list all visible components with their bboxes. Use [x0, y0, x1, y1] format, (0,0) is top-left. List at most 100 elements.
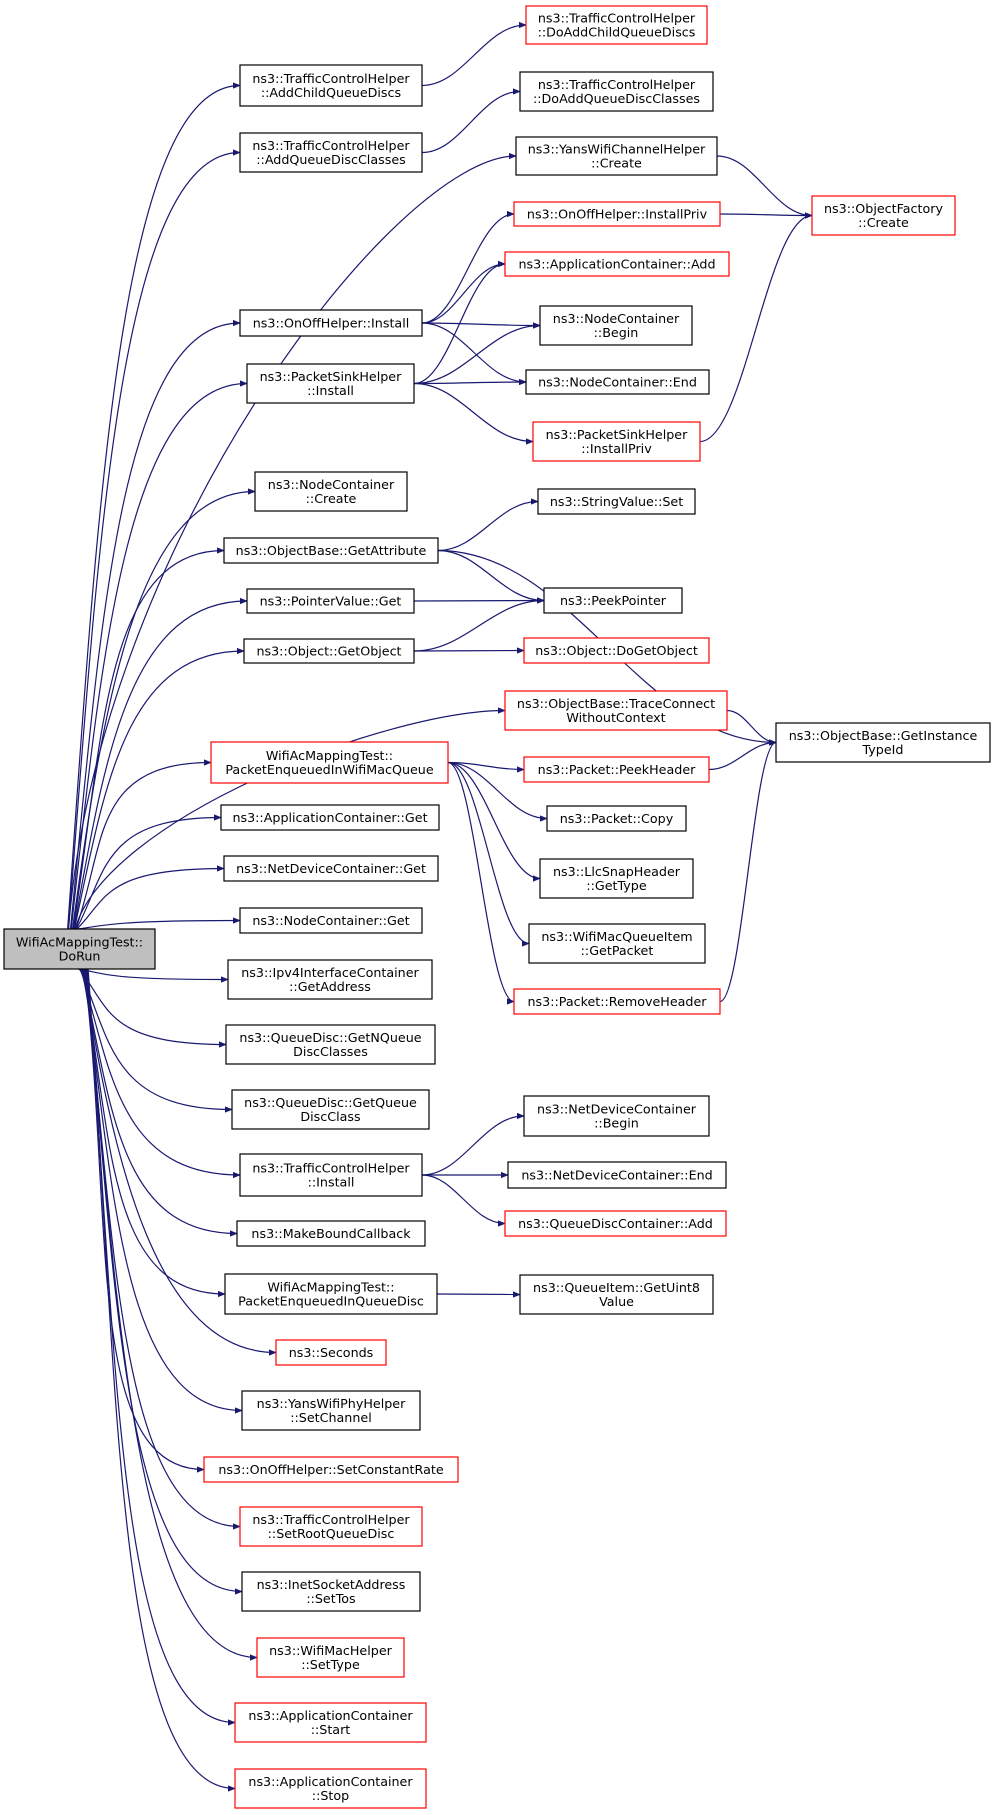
node-nc_get[interactable]: ns3::NodeContainer::Get: [239, 907, 423, 934]
node-label: ns3::PacketSinkHelper: [546, 427, 688, 442]
node-label: ns3::PeekPointer: [560, 593, 667, 608]
node-nc_begin[interactable]: ns3::NodeContainer::Begin: [539, 305, 693, 346]
node-wmqi_getpacket[interactable]: ns3::WifiMacQueueItem::GetPacket: [528, 923, 706, 964]
node-box: [528, 923, 706, 964]
node-obj_dogetobject[interactable]: ns3::Object::DoGetObject: [523, 637, 710, 664]
node-label: ns3::OnOffHelper::InstallPriv: [527, 207, 708, 222]
node-label: ns3::ObjectFactory: [824, 201, 943, 216]
node-objfactory_create[interactable]: ns3::ObjectFactory::Create: [811, 195, 956, 236]
edge-psh_install-to-psh_installpriv: [413, 382, 534, 445]
node-box: [519, 71, 714, 112]
node-box: [246, 363, 415, 404]
node-label: ::Begin: [594, 325, 639, 340]
edge-root-to-nc_get: [77, 917, 241, 930]
node-box: [513, 201, 721, 227]
node-label: ::Install: [308, 1175, 355, 1190]
node-label: ::SetRootQueueDisc: [268, 1526, 395, 1541]
node-box: [234, 1702, 427, 1743]
edge-root-to-qd_getnqdc: [78, 968, 227, 1048]
node-nc_create[interactable]: ns3::NodeContainer::Create: [254, 471, 408, 512]
node-box: [224, 1273, 438, 1315]
node-ob_traceconnect[interactable]: ns3::ObjectBase::TraceConnectWithoutCont…: [504, 690, 728, 731]
node-ndc_begin[interactable]: ns3::NetDeviceContainer::Begin: [523, 1095, 710, 1137]
edge-ob_getattr-to-peekpointer: [437, 549, 545, 604]
node-llc_gettype[interactable]: ns3::LlcSnapHeader::GetType: [539, 858, 694, 899]
edge-psh_install-to-appcont_add: [413, 260, 506, 385]
node-strval_set[interactable]: ns3::StringValue::Set: [537, 488, 696, 515]
node-onoff_setrate[interactable]: ns3::OnOffHelper::SetConstantRate: [203, 1456, 459, 1483]
node-pkt_enq_qd[interactable]: WifiAcMappingTest::PacketEnqueuedInQueue…: [224, 1273, 438, 1315]
node-label: ns3::YansWifiPhyHelper: [257, 1396, 406, 1411]
edge-root-to-ndc_get: [76, 865, 225, 930]
edge-pkt_enq_mac-to-llc_gettype: [447, 761, 541, 882]
node-box: [227, 959, 433, 1000]
node-psh_installpriv[interactable]: ns3::PacketSinkHelper::InstallPriv: [532, 421, 701, 462]
node-root[interactable]: WifiAcMappingTest::DoRun: [3, 928, 156, 970]
node-ipv4_getaddr[interactable]: ns3::Ipv4InterfaceContainer::GetAddress: [227, 959, 433, 1000]
node-psh_install[interactable]: ns3::PacketSinkHelper::Install: [246, 363, 415, 404]
node-tch_doaddchild[interactable]: ns3::TrafficControlHelper::DoAddChildQue…: [525, 5, 708, 45]
node-appcont_stop[interactable]: ns3::ApplicationContainer::Stop: [234, 1768, 427, 1809]
node-box: [523, 756, 710, 783]
node-box: [203, 1456, 459, 1483]
node-label: ns3::NodeContainer::Get: [252, 913, 409, 928]
node-peekpointer[interactable]: ns3::PeekPointer: [543, 587, 683, 614]
node-label: ns3::MakeBoundCallback: [251, 1226, 411, 1241]
node-makeboundcb[interactable]: ns3::MakeBoundCallback: [236, 1220, 426, 1247]
node-label: ::DoAddChildQueueDiscs: [538, 25, 696, 40]
node-label: ns3::ApplicationContainer::Get: [232, 810, 427, 825]
node-inet_settos[interactable]: ns3::InetSocketAddress::SetTos: [241, 1571, 421, 1612]
node-yansphy_setchannel[interactable]: ns3::YansWifiPhyHelper::SetChannel: [241, 1390, 421, 1431]
node-tch_doaddclasses[interactable]: ns3::TrafficControlHelper::DoAddQueueDis…: [519, 71, 714, 112]
node-box: [246, 588, 415, 614]
node-label: WifiAcMappingTest::: [16, 935, 143, 950]
node-box: [543, 587, 683, 614]
node-wmh_settype[interactable]: ns3::WifiMacHelper::SetType: [256, 1637, 405, 1678]
edge-root-to-seconds: [82, 968, 277, 1356]
node-obj_getobject[interactable]: ns3::Object::GetObject: [243, 638, 415, 664]
node-nc_end[interactable]: ns3::NodeContainer::End: [525, 369, 710, 395]
edge-psh_install-to-nc_end: [413, 378, 527, 386]
node-tch_install[interactable]: ns3::TrafficControlHelper::Install: [239, 1153, 423, 1197]
node-onoff_install[interactable]: ns3::OnOffHelper::Install: [239, 309, 423, 337]
node-appcont_get[interactable]: ns3::ApplicationContainer::Get: [220, 804, 440, 831]
node-box: [220, 804, 440, 831]
edge-ob_getattr-to-strval_set: [437, 498, 539, 552]
node-ptrval_get[interactable]: ns3::PointerValue::Get: [246, 588, 415, 614]
node-onoff_installpriv[interactable]: ns3::OnOffHelper::InstallPriv: [513, 201, 721, 227]
node-pkt_enq_mac[interactable]: WifiAcMappingTest::PacketEnqueuedInWifiM…: [210, 741, 449, 784]
node-label: ns3::Object::DoGetObject: [535, 643, 698, 658]
node-pkt_copy[interactable]: ns3::Packet::Copy: [546, 805, 687, 832]
node-yanschan_create[interactable]: ns3::YansWifiChannelHelper::Create: [515, 136, 718, 176]
node-seconds[interactable]: ns3::Seconds: [275, 1339, 387, 1366]
node-label: ns3::WifiMacHelper: [269, 1643, 392, 1658]
node-ob_getattr[interactable]: ns3::ObjectBase::GetAttribute: [223, 537, 439, 564]
edge-root-to-pkt_enq_qd: [81, 968, 226, 1298]
node-label: ns3::TrafficControlHelper: [252, 138, 410, 153]
node-pkt_removeheader[interactable]: ns3::Packet::RemoveHeader: [513, 988, 721, 1015]
node-label: ns3::TrafficControlHelper: [252, 71, 410, 86]
node-appcont_add[interactable]: ns3::ApplicationContainer::Add: [504, 251, 730, 277]
node-box: [239, 132, 423, 173]
node-label: ns3::TrafficControlHelper: [252, 1512, 410, 1527]
node-ndc_get[interactable]: ns3::NetDeviceContainer::Get: [223, 855, 439, 882]
node-tch_addclasses[interactable]: ns3::TrafficControlHelper::AddQueueDiscC…: [239, 132, 423, 173]
node-appcont_start[interactable]: ns3::ApplicationContainer::Start: [234, 1702, 427, 1743]
node-ndc_end[interactable]: ns3::NetDeviceContainer::End: [507, 1161, 727, 1189]
node-tch_setroot[interactable]: ns3::TrafficControlHelper::SetRootQueueD…: [239, 1506, 423, 1547]
edge-tch_install-to-qdc_add: [421, 1174, 506, 1227]
node-label: ns3::InetSocketAddress: [257, 1577, 406, 1592]
node-qdc_add[interactable]: ns3::QueueDiscContainer::Add: [504, 1210, 727, 1237]
node-pkt_peekheader[interactable]: ns3::Packet::PeekHeader: [523, 756, 710, 783]
node-label: ns3::Ipv4InterfaceContainer: [241, 965, 419, 980]
edge-root-to-wmh_settype: [85, 968, 258, 1661]
node-tch_addchild[interactable]: ns3::TrafficControlHelper::AddChildQueue…: [239, 64, 423, 107]
node-box: [532, 421, 701, 462]
node-box: [231, 1089, 430, 1130]
node-label: WifiAcMappingTest::: [267, 1280, 394, 1295]
node-label: ns3::StringValue::Set: [550, 494, 683, 509]
